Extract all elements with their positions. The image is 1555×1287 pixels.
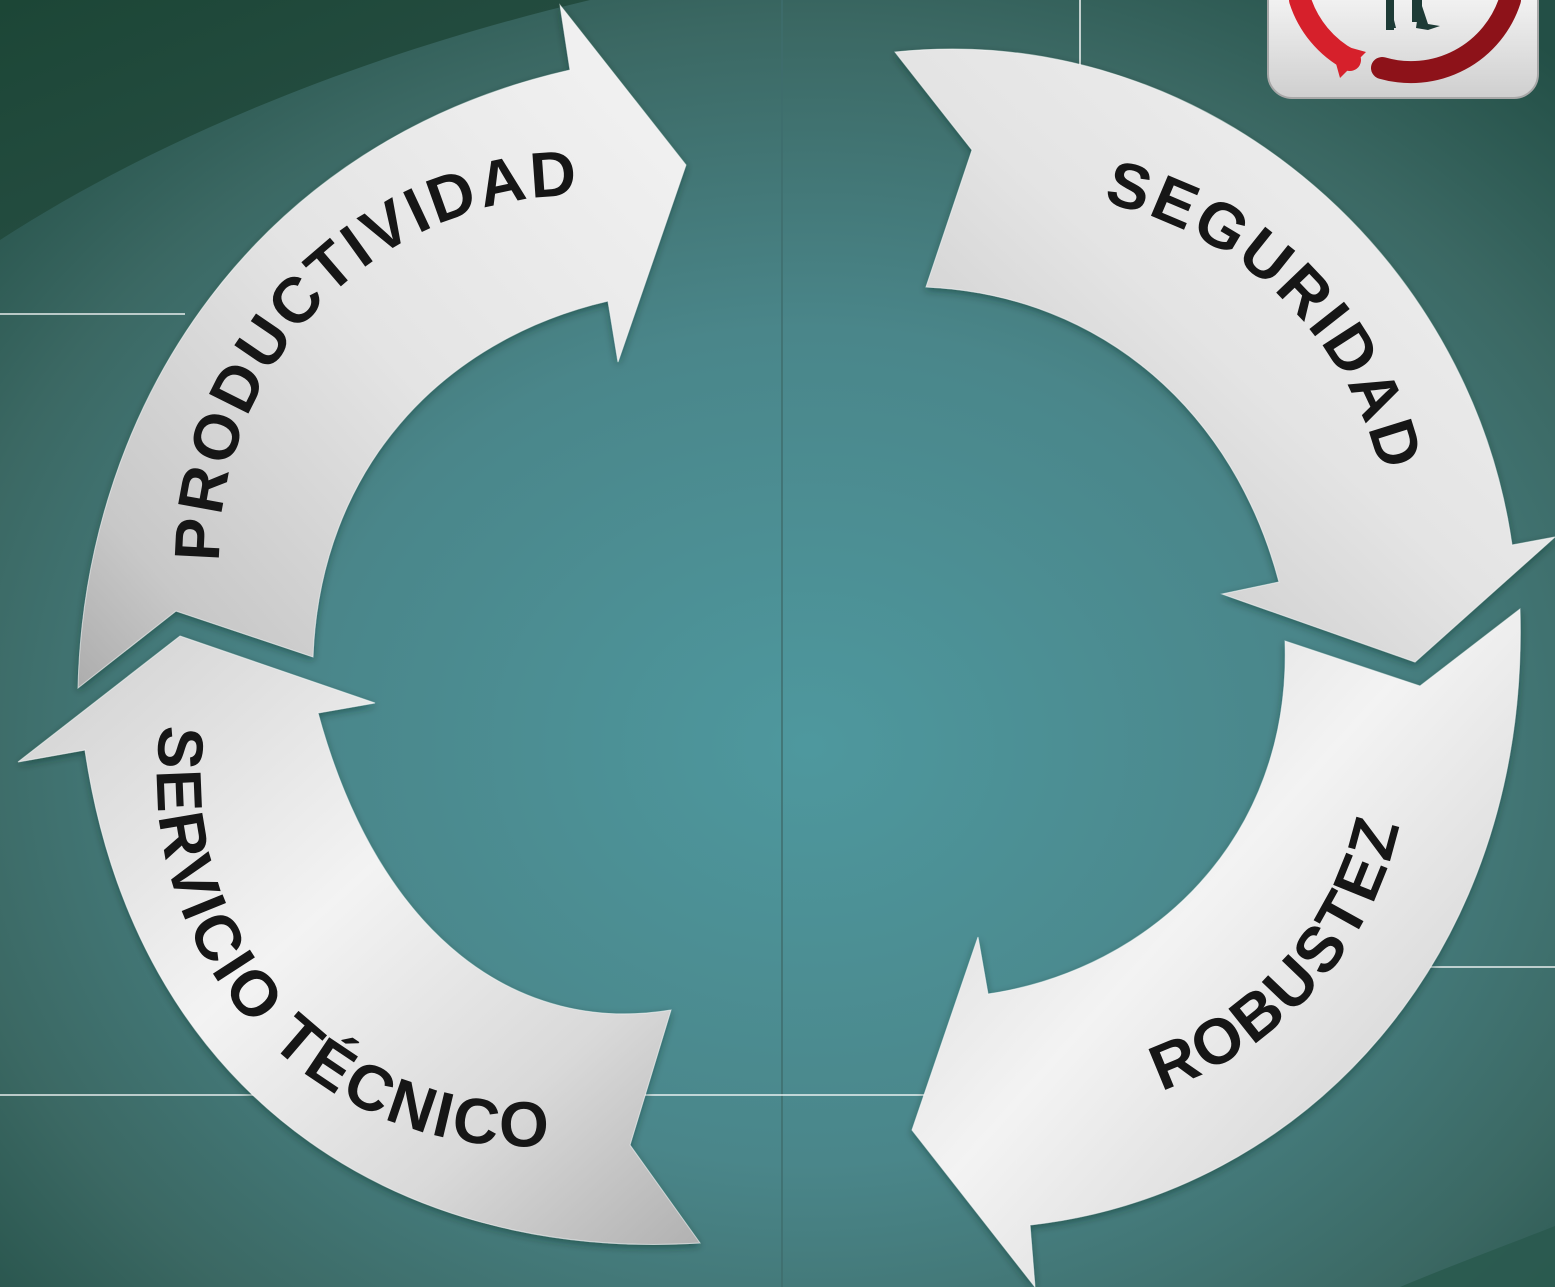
arrow-robustez-shape	[911, 608, 1521, 1287]
arrow-seguridad-shape	[894, 48, 1555, 663]
arrow-servicio-tecnico-shape	[17, 635, 701, 1245]
background-corner-band	[1400, 1226, 1555, 1287]
arrow-productividad-shape	[77, 3, 687, 690]
rotation-person-badge-icon	[1267, 0, 1539, 99]
background-top-band	[0, 0, 590, 240]
